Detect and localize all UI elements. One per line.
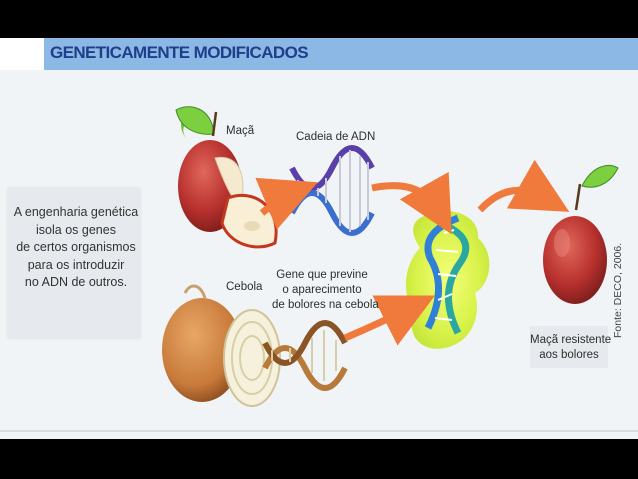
apple-icon (175, 106, 278, 249)
intro-line: isola os genes (36, 222, 116, 237)
arrow-apple-to-dna (255, 177, 318, 230)
intro-line: para os introduzir (27, 257, 125, 272)
bottom-divider (0, 430, 638, 432)
title-bar-background (44, 38, 638, 70)
arrow-gene-to-recombinant (343, 295, 436, 346)
gene-label-line: o aparecimento (282, 284, 362, 296)
result-label: Maçã resistente aos bolores (530, 333, 612, 363)
gene-label: Gene que previne o aparecimento de bolor… (272, 268, 379, 313)
recombinant-dna-icon (405, 210, 490, 349)
onion-label: Cebola (226, 281, 263, 293)
title-bar-left-margin (0, 38, 44, 70)
gene-label-line: de bolores na cebola (272, 299, 379, 311)
intro-line: de certos organismos (16, 240, 136, 254)
apple-label: Maçã (226, 125, 255, 137)
arrow-recombinant-to-apple (477, 159, 570, 213)
intro-box (8, 188, 140, 338)
dna-chain-label: Cadeia de ADN (296, 131, 376, 143)
result-label-box (530, 326, 608, 368)
dna-chain-icon (289, 145, 375, 236)
infographic-panel: GENETICAMENTE MODIFICADOS A engenharia g… (0, 38, 638, 439)
onion-gene-dna-icon (262, 320, 348, 391)
source-credit: Fonte: DECO, 2006. (612, 242, 624, 338)
intro-line: A engenharia genética (13, 205, 139, 219)
result-label-line: aos bolores (539, 349, 599, 361)
resistant-apple-icon (543, 164, 619, 304)
page-title: GENETICAMENTE MODIFICADOS (50, 43, 309, 62)
title-bar: GENETICAMENTE MODIFICADOS (0, 38, 638, 70)
onion-icon (162, 284, 281, 407)
intro-line: no ADN de outros. (24, 275, 128, 289)
intro-text: A engenharia genética isola os genes de … (8, 204, 144, 292)
illustration-layer (162, 106, 619, 407)
gene-label-line: Gene que previne (276, 269, 368, 281)
result-label-line: Maçã resistente (530, 334, 612, 346)
arrow-dna-to-recombinant (371, 171, 452, 235)
